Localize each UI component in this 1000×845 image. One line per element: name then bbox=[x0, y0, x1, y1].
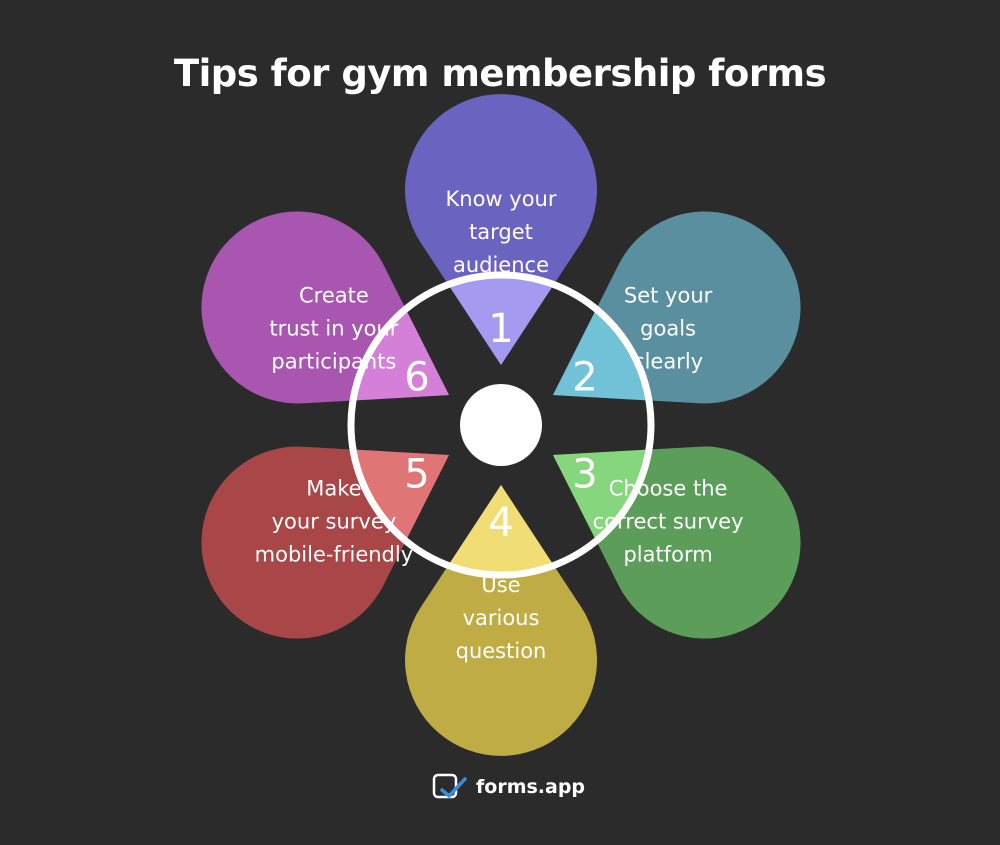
petal-4-label-line: various bbox=[463, 606, 540, 630]
petal-4-label-line: question bbox=[456, 639, 547, 663]
petal-5-label: Make your survey mobile-friendly bbox=[255, 477, 413, 567]
petal-2-label-line: goals bbox=[640, 317, 696, 341]
petal-3-label-line: Choose the bbox=[609, 477, 728, 501]
petal-4 bbox=[404, 485, 597, 756]
petal-2-inner bbox=[553, 275, 651, 404]
petal-1-label-line: target bbox=[469, 220, 533, 244]
petal-3-label-line: correct survey bbox=[593, 510, 744, 534]
brand-logo: forms.app bbox=[432, 772, 585, 802]
petal-3-label: Choose the correct survey platform bbox=[593, 477, 744, 567]
petal-6-label-line: Create bbox=[299, 284, 369, 308]
petal-1-number: 1 bbox=[488, 306, 513, 352]
petal-1-label-line: Know your bbox=[446, 187, 557, 211]
petal-6-label-line: trust in your bbox=[269, 317, 398, 341]
petal-1-label-line: audience bbox=[453, 253, 549, 277]
petal-5-label-line: your survey bbox=[272, 510, 397, 534]
petal-2-number: 2 bbox=[572, 355, 597, 401]
center-ring bbox=[347, 271, 655, 579]
petal-2-label-line: clearly bbox=[633, 350, 703, 374]
page-title: Tips for gym membership forms bbox=[173, 52, 827, 95]
petal-4-label: Use various question bbox=[456, 573, 547, 663]
petal-5-label-line: mobile-friendly bbox=[255, 543, 413, 567]
petal-3-number: 3 bbox=[572, 452, 597, 498]
petal-5-label-line: Make bbox=[306, 477, 361, 501]
petal-6-inner bbox=[351, 275, 449, 404]
petal-3-inner bbox=[553, 446, 651, 575]
petal-1-label: Know your target audience bbox=[446, 187, 557, 277]
center-dot bbox=[460, 384, 542, 466]
petal-4-number: 4 bbox=[488, 500, 513, 546]
petal-2-label: Set your goals clearly bbox=[624, 284, 713, 374]
brand-name: forms.app bbox=[476, 776, 586, 798]
petal-1 bbox=[405, 94, 597, 366]
petal-5-number: 5 bbox=[404, 452, 429, 498]
forms-app-logo-icon bbox=[432, 773, 467, 799]
petal-6-label: Create trust in your participants bbox=[269, 284, 398, 374]
petal-2-label-line: Set your bbox=[624, 284, 713, 308]
petal-3-label-line: platform bbox=[623, 543, 712, 567]
petal-6-label-line: participants bbox=[271, 350, 396, 374]
petal-4-label-line: Use bbox=[481, 573, 520, 597]
petal-5-inner bbox=[351, 446, 449, 575]
petal-6-number: 6 bbox=[404, 355, 429, 401]
